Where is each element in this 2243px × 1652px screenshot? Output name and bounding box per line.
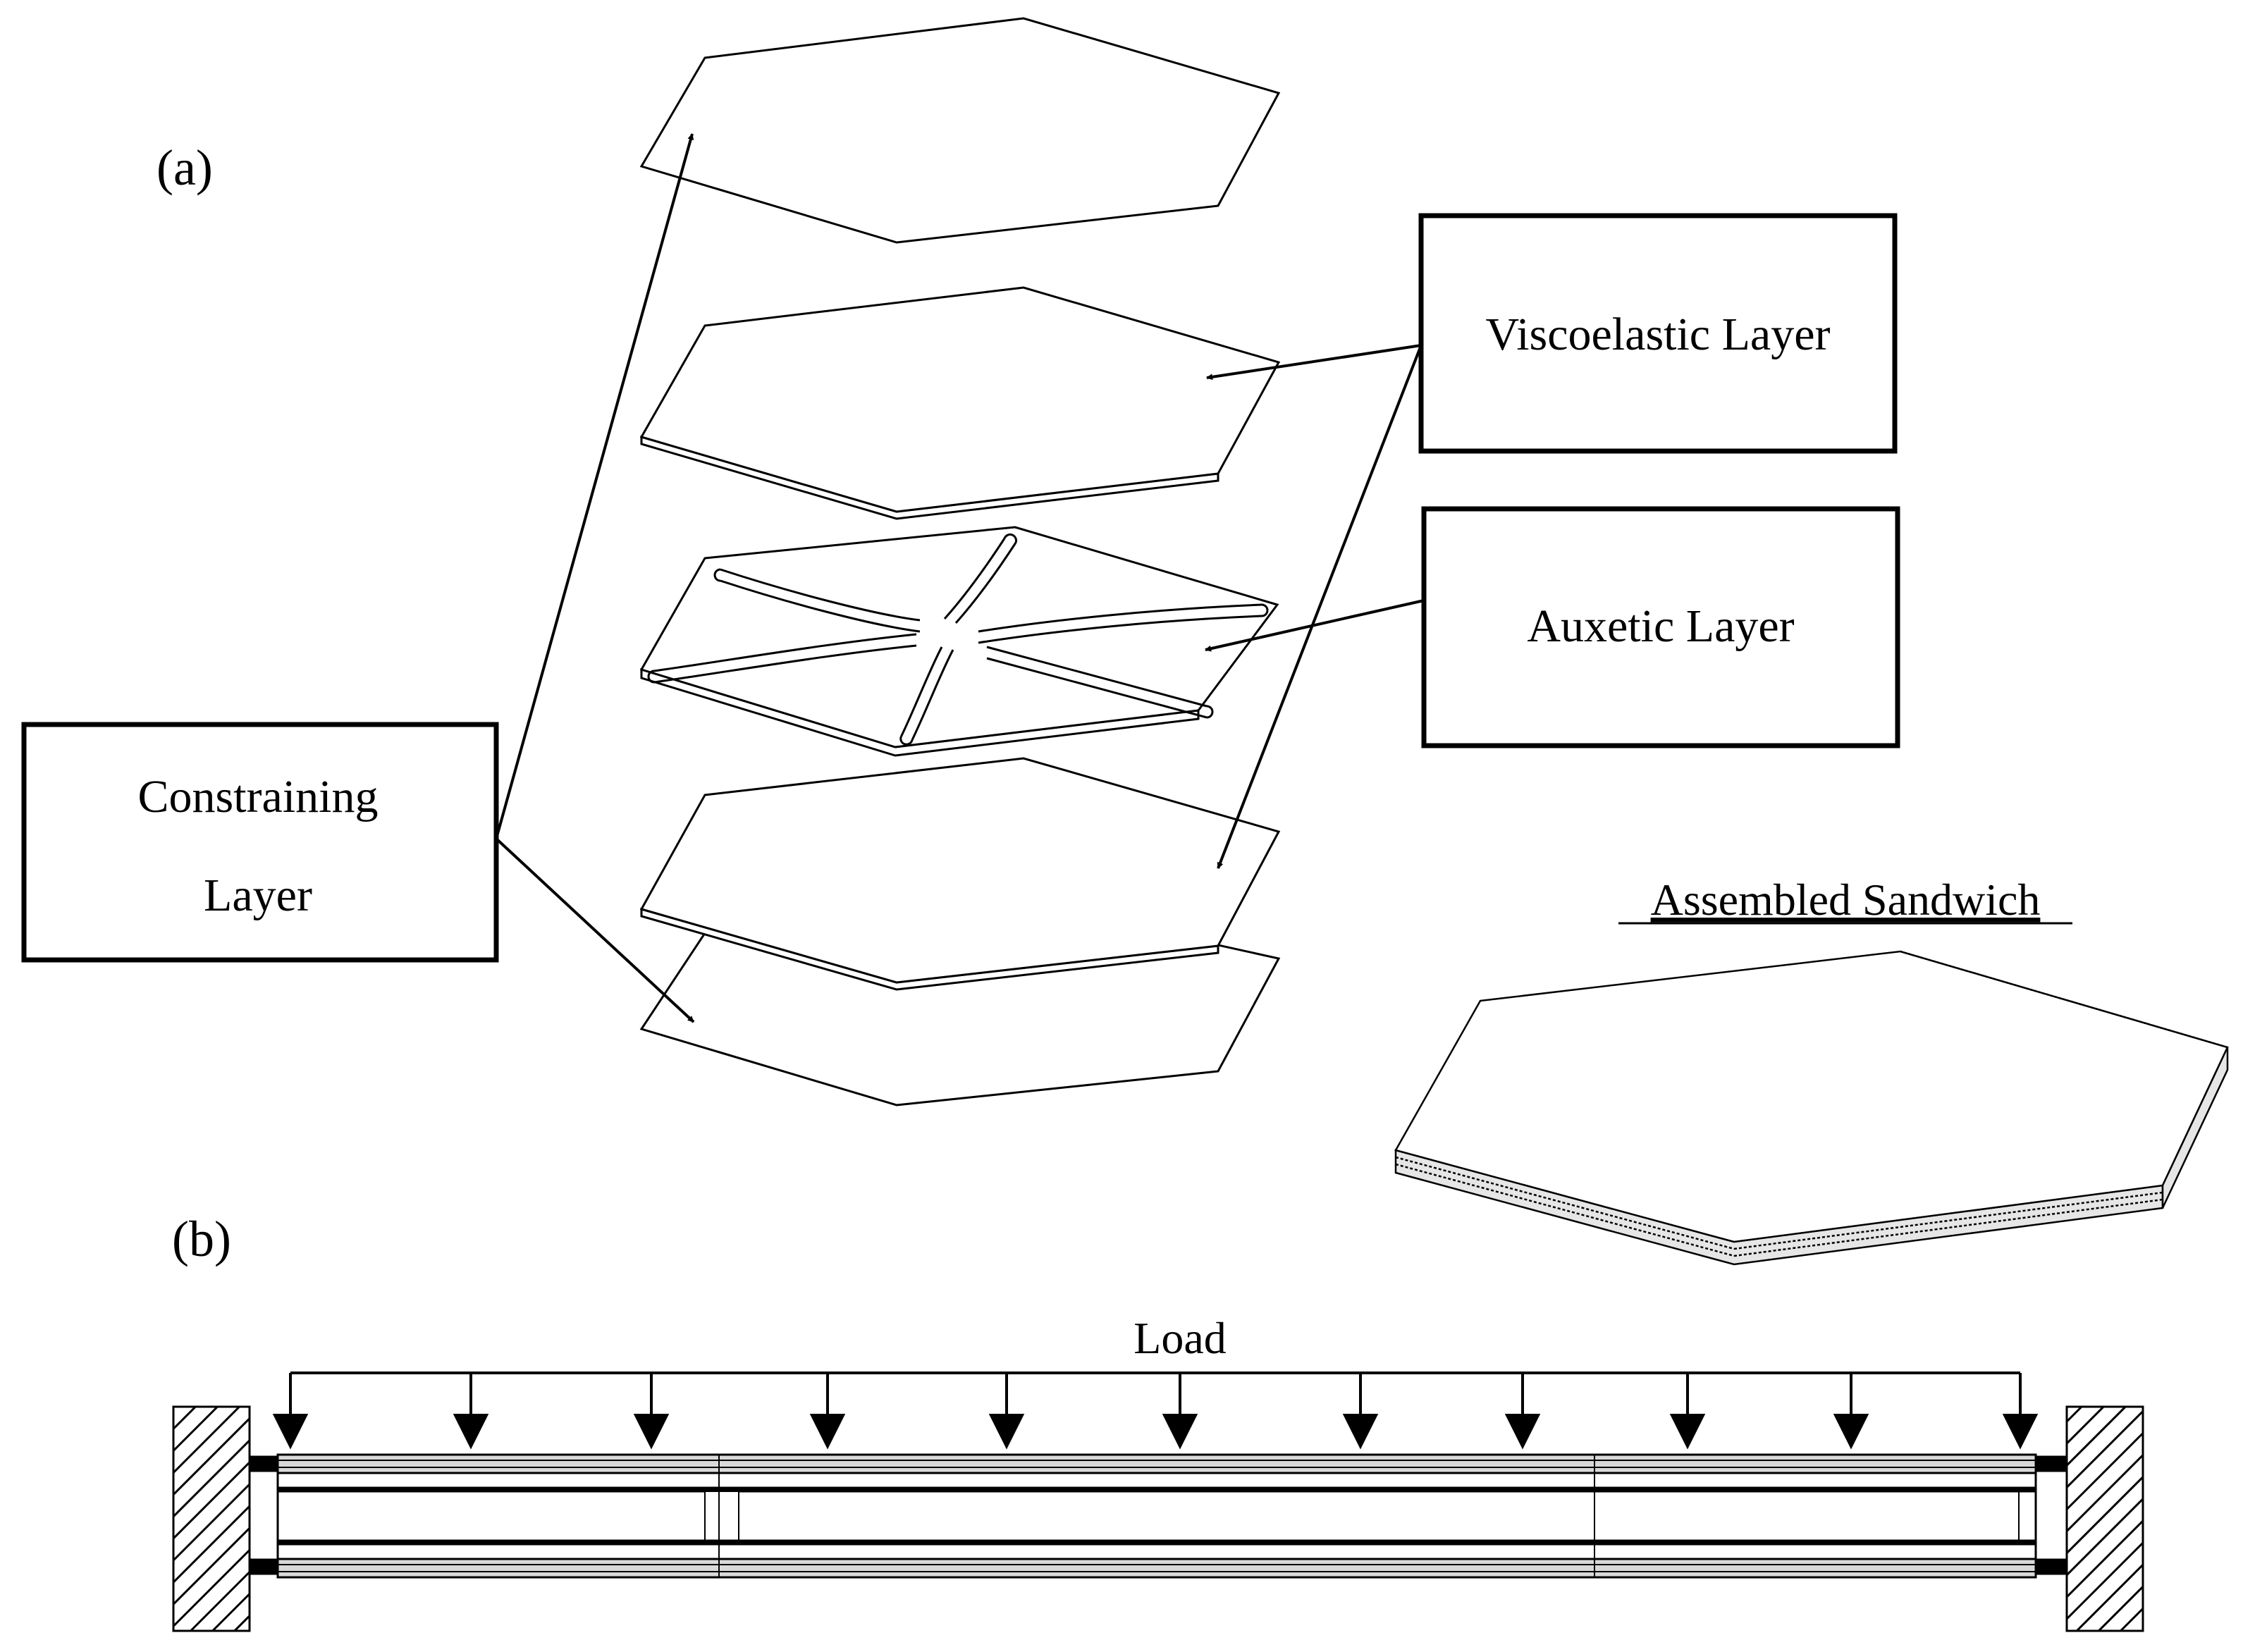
panel-label-a: (a) [156,140,213,196]
right-fixed-support [2065,1405,2144,1632]
load-arrow [453,1373,489,1450]
top-constraining-plate [276,1453,2037,1474]
load-arrow [809,1373,846,1450]
load-arrow [1342,1373,1379,1450]
constraining-label-line2: Layer [204,870,312,921]
lower-viscoelastic-layer [639,757,1281,991]
sandwich-cross-section [249,1453,2067,1579]
load-arrow [272,1373,309,1450]
arrow-to-bottom-constraining [495,837,695,1023]
upper-viscoelastic-layer [639,286,1281,520]
top-constraining-layer [639,17,1281,244]
load-label: Load [1133,1313,1227,1363]
panel-label-b: (b) [172,1211,231,1267]
assembled-sandwich [1394,950,2229,1266]
auxetic-layer [639,526,1279,757]
load-arrow [633,1373,670,1450]
arrow-to-upper-viscoelastic [1206,344,1422,381]
right-top-clamp [2035,1455,2067,1472]
load-arrow [1504,1373,1541,1450]
leader-arrows [495,133,1425,1023]
left-top-clamp [249,1455,278,1472]
load-arrow [988,1373,1025,1450]
load-arrow [1833,1373,1869,1450]
viscoelastic-callout: Viscoelastic Layer [1418,213,1898,454]
arrow-to-lower-viscoelastic [1217,345,1422,869]
right-bottom-clamp [2035,1558,2067,1575]
load-arrow [1162,1373,1198,1450]
load-arrow [2002,1373,2039,1450]
bottom-constraining-plate [276,1558,2037,1579]
load-arrow [1669,1373,1706,1450]
auxetic-core [276,1490,2037,1542]
viscoelastic-label: Viscoelastic Layer [1486,309,1831,360]
exploded-layer-stack [639,17,1281,1107]
auxetic-label: Auxetic Layer [1527,600,1794,652]
left-fixed-support [172,1405,251,1632]
auxetic-callout: Auxetic Layer [1421,506,1900,748]
assembled-sandwich-title: Assembled Sandwich [1651,875,2041,925]
load-arrows [272,1373,2039,1450]
left-bottom-clamp [249,1558,278,1575]
constraining-callout: Constraining Layer [21,722,499,963]
constraining-label-line1: Constraining [138,771,379,822]
arrow-to-auxetic [1205,599,1425,652]
arrow-to-top-constraining [495,133,694,839]
